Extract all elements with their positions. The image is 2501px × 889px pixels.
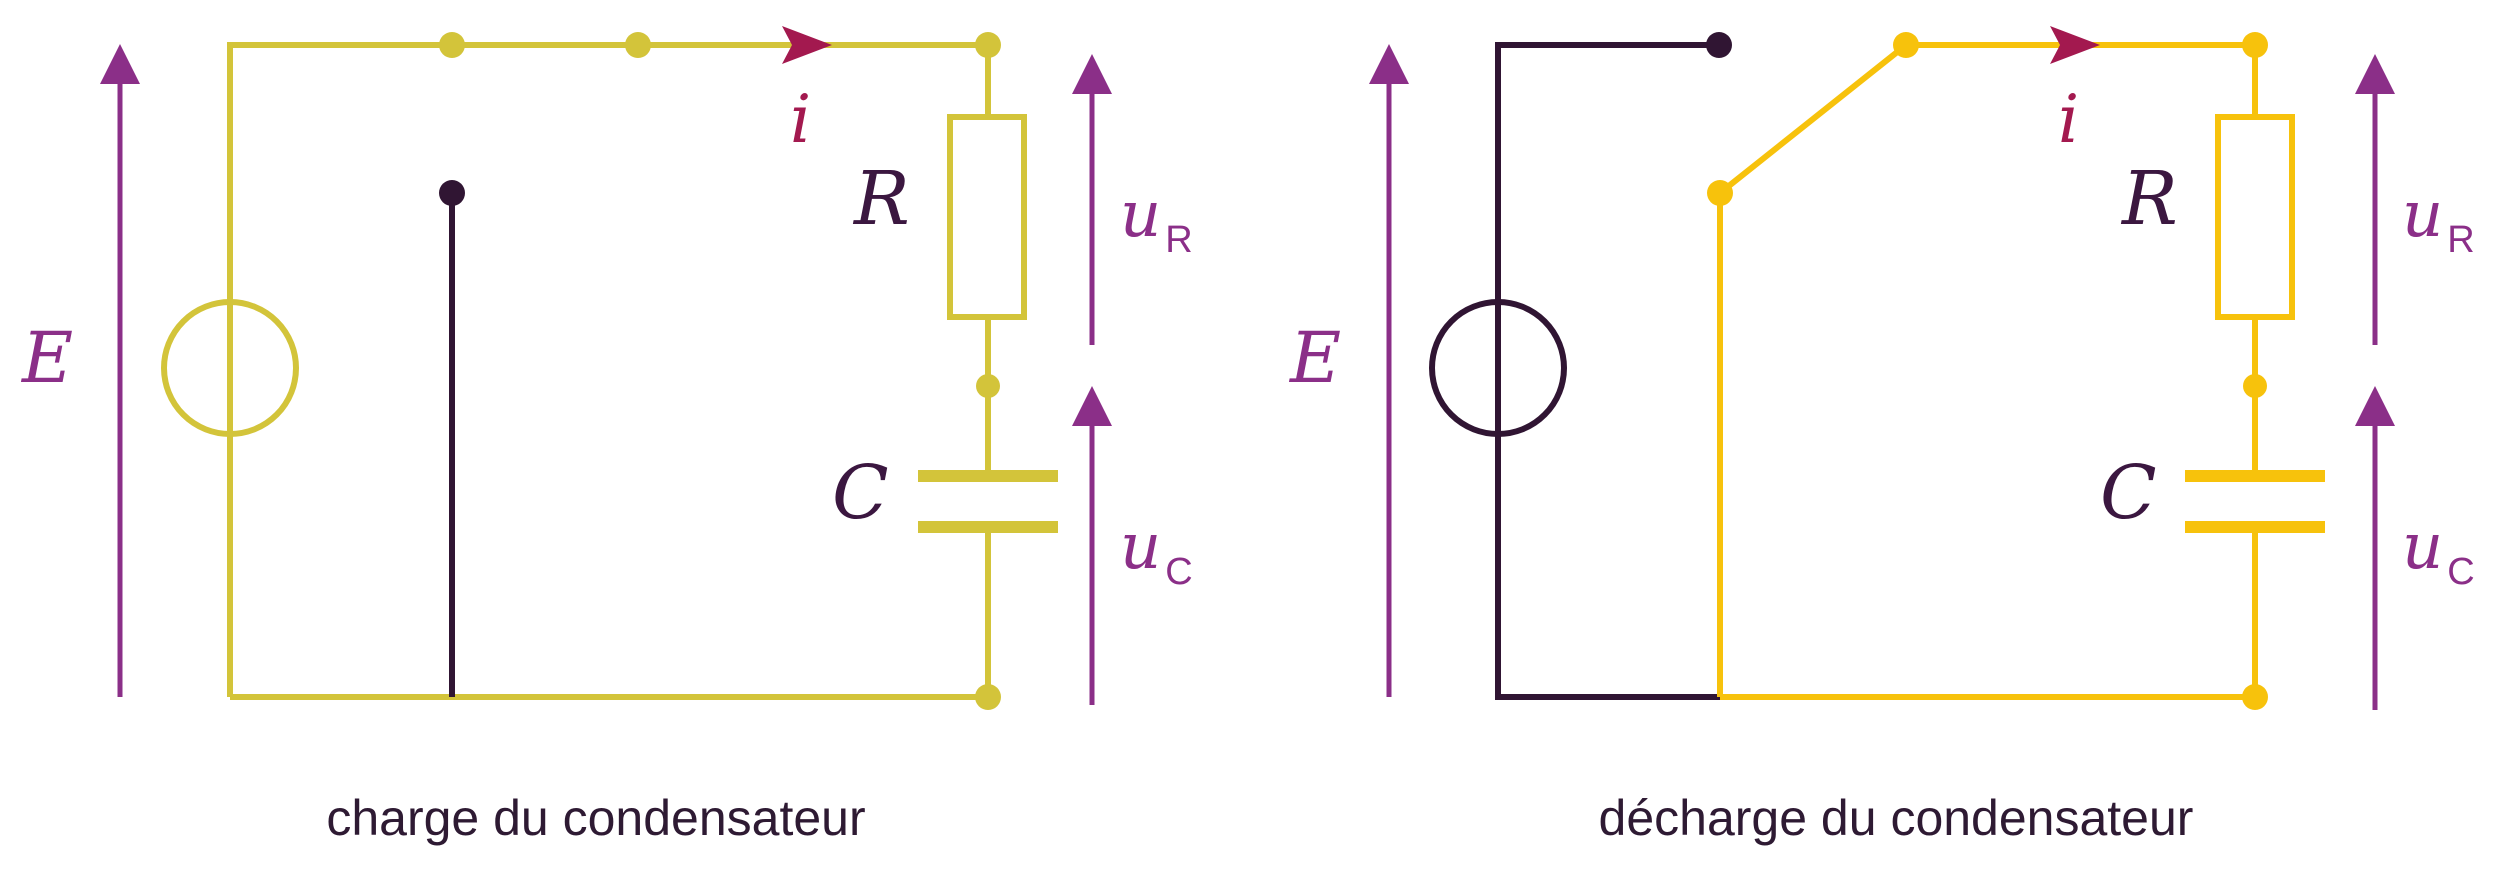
- discharge-node: [1893, 32, 1919, 58]
- charge-label-C: C: [832, 450, 889, 536]
- charge-capacitor-gap: [915, 478, 1065, 526]
- charge-capacitor-plate-bottom: [918, 521, 1058, 533]
- charge-resistor: [947, 114, 1027, 320]
- charge-node: [975, 684, 1001, 710]
- charge-voltage-E-arrow: [100, 44, 140, 697]
- charge-wires: [227, 42, 991, 700]
- charge-node: [439, 32, 465, 58]
- charge-node: [625, 32, 651, 58]
- discharge-label-uC-sub: C: [2447, 551, 2474, 593]
- charge-node: [975, 32, 1001, 58]
- discharge-node: [2243, 374, 2267, 398]
- charge-label-uR-main: u: [1120, 178, 1161, 252]
- charge-voltage-uR-arrow: [1072, 54, 1112, 345]
- charge-main-loop: [227, 42, 991, 700]
- discharge-label-R: R: [2120, 156, 2178, 242]
- discharge-node: [2242, 32, 2268, 58]
- discharge-label-uR-main: u: [2402, 178, 2443, 252]
- charge-current-arrowhead: [782, 26, 832, 64]
- discharge-label-E: E: [1288, 317, 1341, 399]
- discharge-resistor: [2215, 114, 2295, 320]
- charge-voltage-uC-arrow: [1072, 386, 1112, 705]
- discharge-label-uC-main: u: [2402, 510, 2443, 584]
- charge-label-R: R: [852, 156, 910, 242]
- discharge-capacitor-plate-bottom: [2185, 521, 2325, 533]
- discharge-caption: décharge du condensateur: [1599, 790, 2194, 846]
- discharge-voltage-uC-arrow: [2355, 386, 2395, 710]
- charge-node: [976, 374, 1000, 398]
- discharge-current-arrowhead: [2050, 26, 2100, 64]
- charge-caption: charge du condensateur: [326, 790, 865, 846]
- discharge-node: [1707, 180, 1733, 206]
- charge-label-uC-sub: C: [1165, 551, 1192, 593]
- discharge-label-i: i: [2058, 81, 2079, 158]
- charge-label-uC-main: u: [1120, 510, 1161, 584]
- discharge-main-loop: [1717, 42, 2258, 700]
- charge-label-uR-sub: R: [1165, 219, 1192, 261]
- charge-label-i: i: [790, 81, 811, 158]
- discharge-label-uR-sub: R: [2447, 219, 2474, 261]
- discharge-node: [2242, 684, 2268, 710]
- charge-label-E: E: [20, 317, 73, 399]
- discharge-voltage-E-arrow: [1369, 44, 1409, 697]
- charge-capacitor-plate-top: [918, 470, 1058, 482]
- discharge-capacitor-gap: [2182, 478, 2332, 526]
- discharge-switch-terminal-open: [1706, 32, 1732, 58]
- discharge-label-C: C: [2100, 450, 2157, 536]
- discharge-voltage-uR-arrow: [2355, 54, 2395, 345]
- charge-switch-pivot: [439, 180, 465, 206]
- discharge-capacitor-plate-top: [2185, 470, 2325, 482]
